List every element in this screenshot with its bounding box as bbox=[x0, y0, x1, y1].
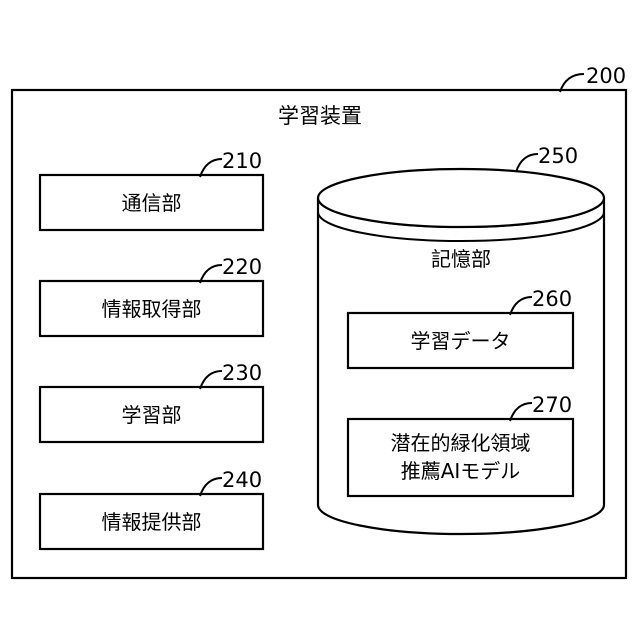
unit-ref-number: 220 bbox=[222, 255, 262, 279]
device-ref-number: 200 bbox=[586, 64, 626, 88]
item-label-line: 学習データ bbox=[411, 329, 511, 353]
device-title: 学習装置 bbox=[278, 104, 362, 128]
unit-learning: 230 学習部 bbox=[40, 361, 263, 442]
unit-label: 学習部 bbox=[122, 403, 182, 427]
unit-ref-number: 210 bbox=[222, 149, 262, 173]
cylinder-top bbox=[318, 169, 604, 227]
unit-ref-number: 230 bbox=[222, 361, 262, 385]
storage-title: 記憶部 bbox=[431, 247, 491, 271]
storage-ref-number: 250 bbox=[538, 144, 578, 168]
item-label-line: 推薦AIモデル bbox=[401, 459, 521, 483]
item-ref-number: 260 bbox=[532, 287, 572, 311]
item-ref-number: 270 bbox=[532, 393, 572, 417]
unit-label: 通信部 bbox=[122, 191, 182, 215]
unit-ref-number: 240 bbox=[222, 468, 262, 492]
unit-information-acquisition: 220 情報取得部 bbox=[40, 255, 263, 336]
item-label-line: 潜在的緑化領域 bbox=[391, 431, 531, 455]
unit-label: 情報取得部 bbox=[102, 297, 202, 321]
unit-label: 情報提供部 bbox=[102, 510, 202, 534]
unit-communication: 210 通信部 bbox=[40, 149, 263, 230]
unit-information-provision: 240 情報提供部 bbox=[40, 468, 263, 549]
storage-ref-leader bbox=[516, 154, 538, 172]
